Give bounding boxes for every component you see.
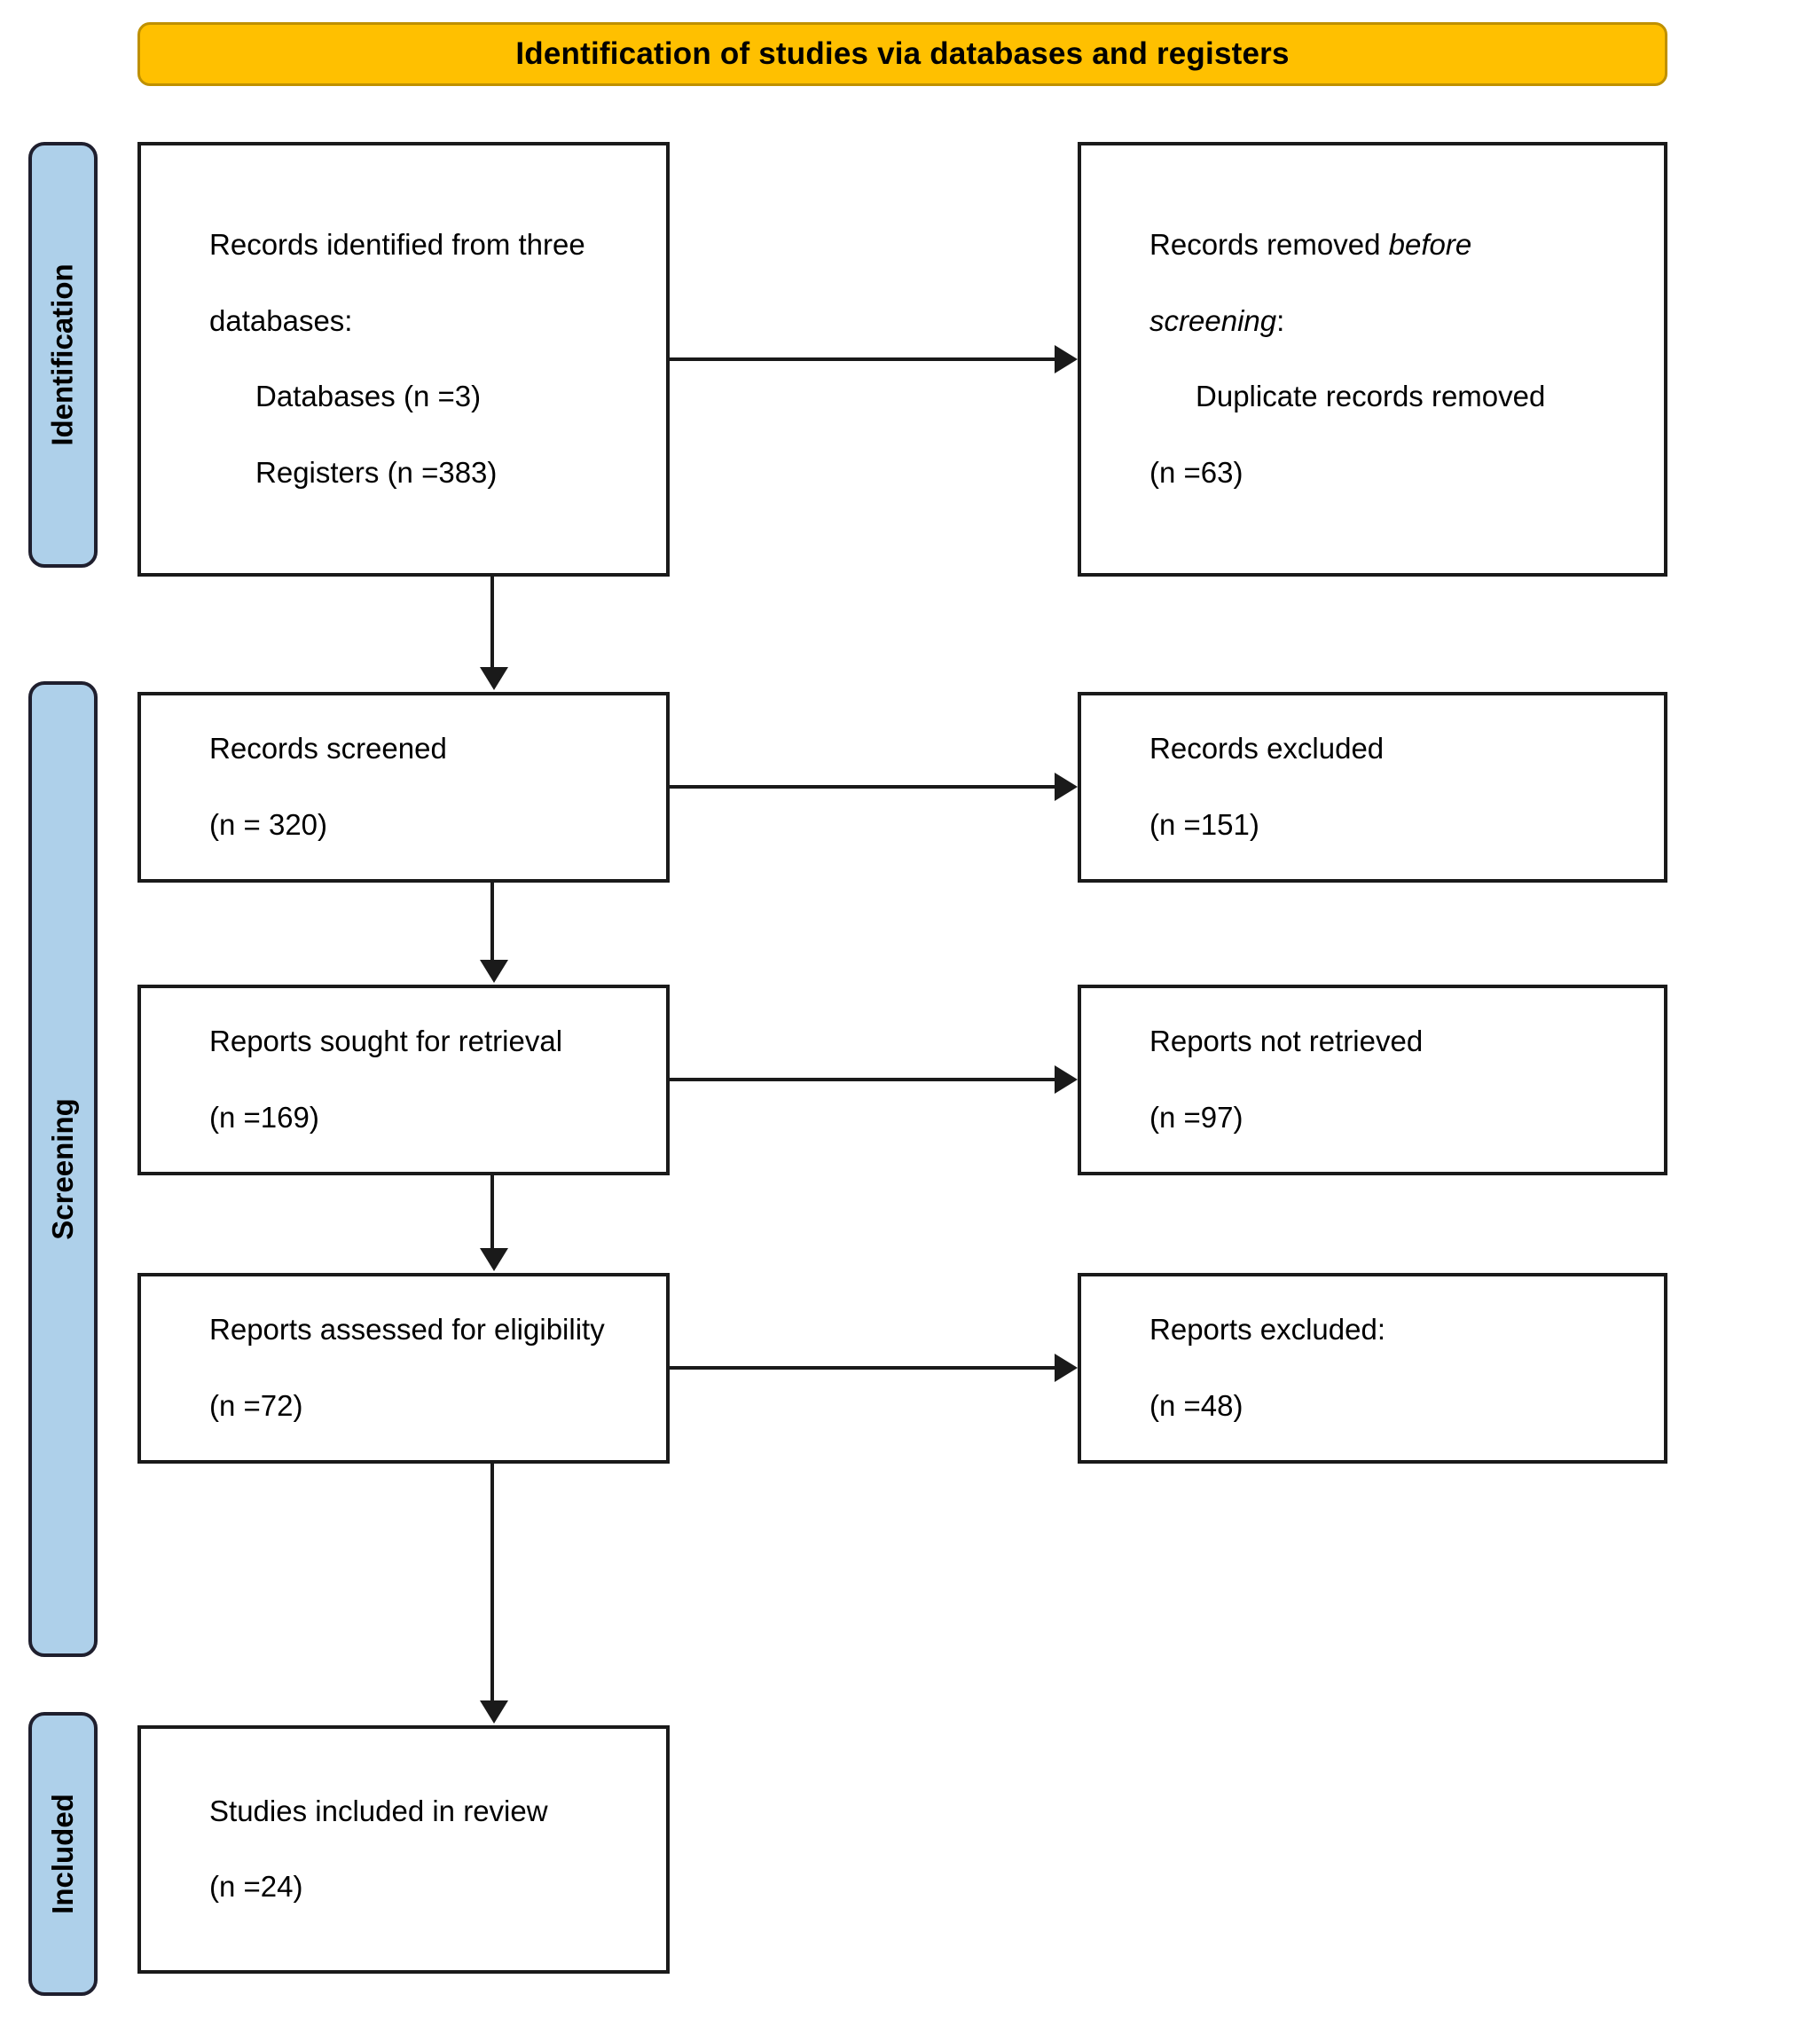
- connector-sought-to-not-retrieved: [670, 1078, 1055, 1081]
- reports-assessed-count: (n =72): [209, 1388, 303, 1422]
- stage-label-screening: Screening: [46, 1098, 79, 1240]
- node-records-excluded: Records excluded (n =151): [1078, 692, 1667, 883]
- reports-not-retrieved-count: (n =97): [1149, 1100, 1243, 1134]
- arrowhead-down-icon: [480, 1248, 508, 1271]
- records-screened-label: Records screened: [209, 732, 447, 766]
- studies-included-label: Studies included in review: [209, 1794, 548, 1827]
- reports-sought-label: Reports sought for retrieval: [209, 1025, 563, 1058]
- duplicate-records-removed-label: Duplicate records removed: [1196, 380, 1546, 413]
- stage-rail-identification: Identification: [28, 142, 98, 568]
- connector-identified-to-removed: [670, 357, 1055, 361]
- arrowhead-down-icon: [480, 960, 508, 983]
- diagram-title: Identification of studies via databases …: [515, 36, 1290, 71]
- records-removed-screening-emphasis: screening: [1149, 303, 1277, 337]
- node-reports-excluded: Reports excluded: (n =48): [1078, 1273, 1667, 1464]
- arrowhead-down-icon: [480, 667, 508, 690]
- records-identified-registers: Registers (n =383): [255, 456, 498, 490]
- reports-assessed-label: Reports assessed for eligibility: [209, 1313, 605, 1347]
- node-records-screened: Records screened (n = 320): [137, 692, 670, 883]
- stage-rail-screening: Screening: [28, 681, 98, 1657]
- records-removed-colon: :: [1276, 303, 1285, 337]
- arrowhead-right-icon: [1055, 1065, 1078, 1094]
- connector-assessed-to-included: [490, 1464, 494, 1702]
- stage-label-included: Included: [46, 1794, 79, 1914]
- reports-excluded-count: (n =48): [1149, 1388, 1243, 1422]
- records-removed-line1: Records removed: [1149, 227, 1389, 261]
- connector-screened-to-excluded: [670, 785, 1055, 789]
- arrowhead-right-icon: [1055, 1354, 1078, 1382]
- arrowhead-down-icon: [480, 1700, 508, 1724]
- duplicate-records-removed-count: (n =63): [1149, 456, 1243, 490]
- node-studies-included: Studies included in review (n =24): [137, 1725, 670, 1974]
- stage-label-identification: Identification: [46, 263, 79, 446]
- records-removed-before-emphasis: before: [1388, 227, 1472, 261]
- reports-excluded-label: Reports excluded:: [1149, 1313, 1385, 1347]
- stage-rail-included: Included: [28, 1712, 98, 1996]
- connector-sought-to-assessed: [490, 1175, 494, 1250]
- connector-identified-to-screened: [490, 577, 494, 669]
- node-records-identified: Records identified from three databases:…: [137, 142, 670, 577]
- records-identified-line2: databases:: [209, 303, 353, 337]
- reports-sought-count: (n =169): [209, 1100, 319, 1134]
- node-reports-not-retrieved: Reports not retrieved (n =97): [1078, 985, 1667, 1175]
- records-excluded-count: (n =151): [1149, 807, 1259, 841]
- node-reports-sought: Reports sought for retrieval (n =169): [137, 985, 670, 1175]
- records-screened-count: (n = 320): [209, 807, 328, 841]
- connector-assessed-to-reports-excluded: [670, 1366, 1055, 1370]
- records-identified-line1: Records identified from three: [209, 227, 585, 261]
- arrowhead-right-icon: [1055, 773, 1078, 801]
- reports-not-retrieved-label: Reports not retrieved: [1149, 1025, 1424, 1058]
- node-reports-assessed: Reports assessed for eligibility (n =72): [137, 1273, 670, 1464]
- records-identified-databases: Databases (n =3): [255, 380, 482, 413]
- node-records-removed: Records removed before screening: Duplic…: [1078, 142, 1667, 577]
- arrowhead-right-icon: [1055, 345, 1078, 373]
- connector-screened-to-sought: [490, 883, 494, 962]
- studies-included-count: (n =24): [209, 1870, 303, 1904]
- records-excluded-label: Records excluded: [1149, 732, 1385, 766]
- diagram-title-banner: Identification of studies via databases …: [137, 22, 1667, 86]
